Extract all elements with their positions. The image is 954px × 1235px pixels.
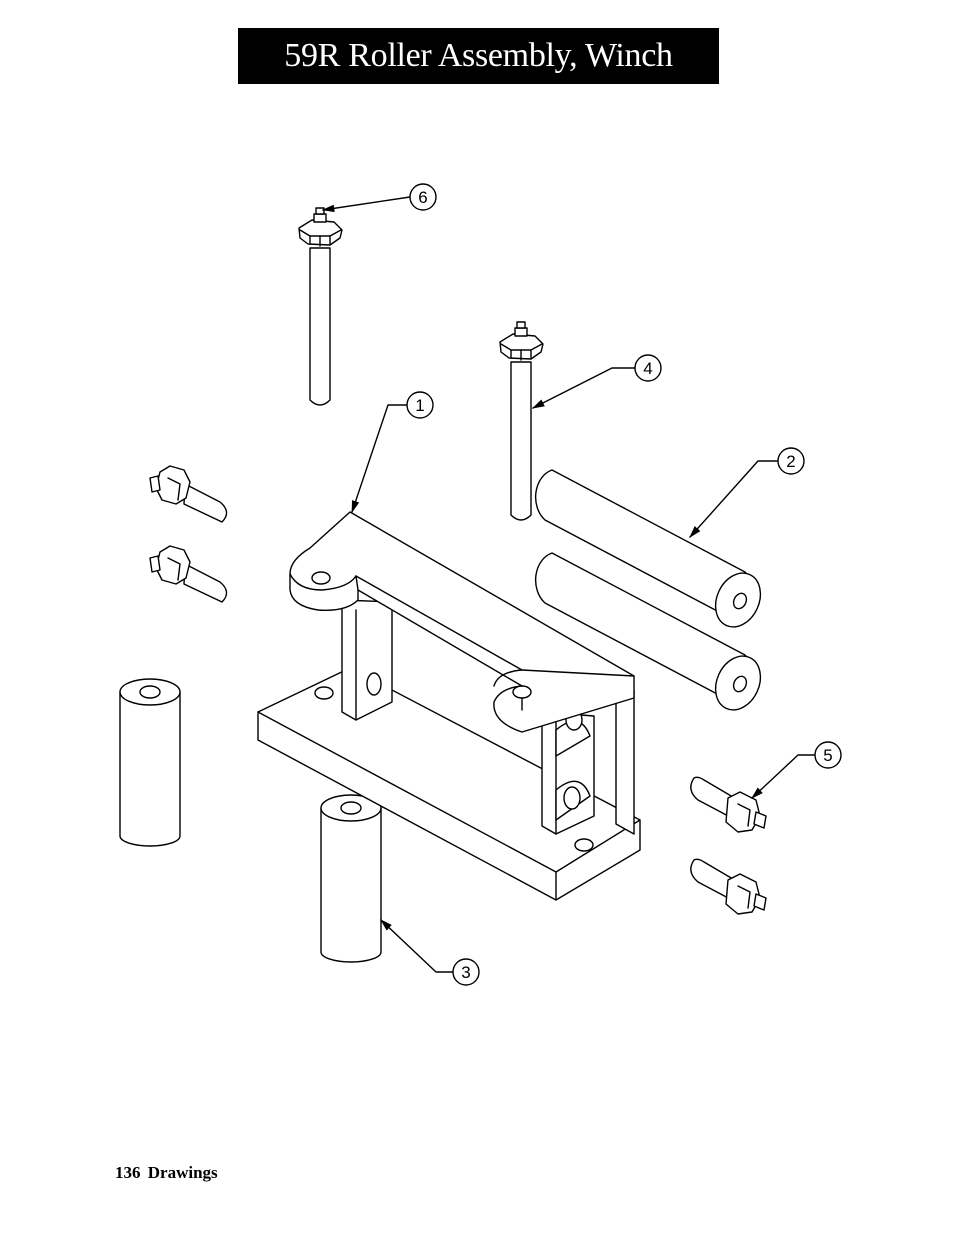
callout-3: 3 [381, 920, 479, 985]
callout-6-label: 6 [418, 188, 427, 207]
pin-with-grease-fitting-6 [299, 208, 342, 405]
callout-2: 2 [690, 448, 804, 537]
callout-6: 6 [323, 184, 436, 210]
callout-4: 4 [533, 355, 661, 408]
grease-bolt-left-lower [150, 546, 227, 602]
grease-bolt-right-upper [691, 777, 766, 832]
page-number: 136 [115, 1163, 141, 1182]
page-footer: 136 Drawings [115, 1163, 218, 1183]
section-name: Drawings [148, 1163, 218, 1182]
callout-5: 5 [752, 742, 841, 798]
callout-1: 1 [352, 392, 433, 512]
callout-1-label: 1 [415, 396, 424, 415]
callout-4-label: 4 [643, 359, 652, 378]
grease-bolt-left-upper [150, 466, 227, 522]
grease-bolt-right-lower [691, 859, 766, 914]
sleeve-left-3 [120, 679, 180, 846]
sleeve-center-3 [321, 795, 381, 962]
callout-3-label: 3 [461, 963, 470, 982]
callout-5-label: 5 [823, 746, 832, 765]
callout-2-label: 2 [786, 452, 795, 471]
